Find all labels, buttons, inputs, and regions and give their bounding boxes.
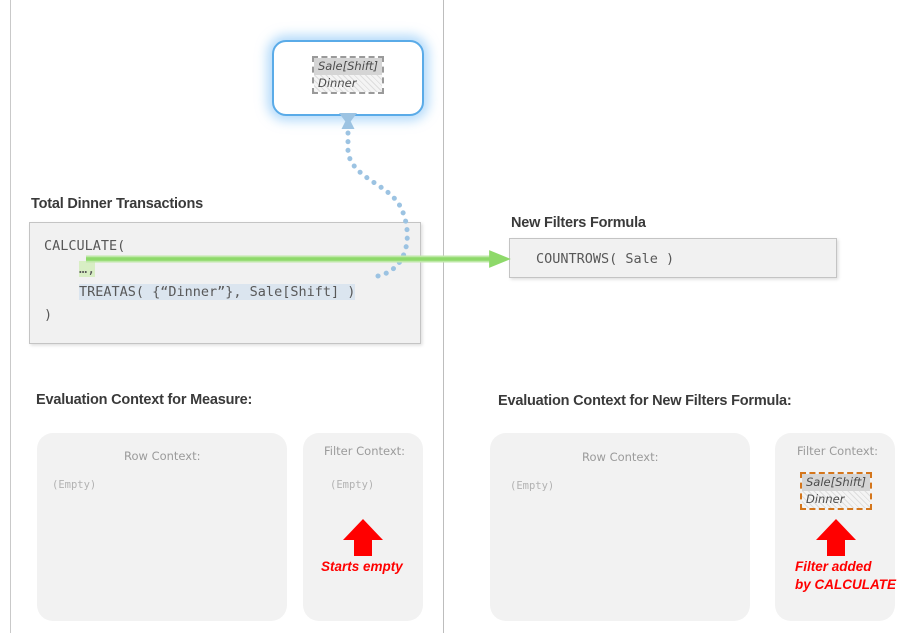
callout-table-value: Dinner bbox=[314, 75, 382, 92]
right-filter-annotation-line1: Filter added bbox=[795, 559, 872, 574]
measure-code-treatas: TREATAS( {“Dinner”}, Sale[Shift] ) bbox=[79, 284, 356, 300]
left-row-context-value: (Empty) bbox=[52, 479, 97, 491]
callout-table-header: Sale[Shift] bbox=[314, 58, 382, 75]
measure-code-ellipsis: …, bbox=[79, 261, 96, 277]
callout-filter-table: Sale[Shift] Dinner bbox=[312, 56, 384, 94]
left-filter-context-card bbox=[303, 433, 423, 621]
measure-formula-box[interactable]: CALCULATE( …, TREATAS( {“Dinner”}, Sale[… bbox=[29, 222, 421, 344]
treatas-result-callout: Sale[Shift] Dinner bbox=[272, 40, 424, 116]
left-margin-rule bbox=[10, 0, 11, 633]
center-divider-rule bbox=[443, 0, 444, 633]
new-filters-title: New Filters Formula bbox=[511, 215, 646, 231]
right-row-context-value: (Empty) bbox=[510, 480, 555, 492]
right-filter-annotation-line2: by CALCULATE bbox=[795, 577, 896, 592]
right-filter-table-value: Dinner bbox=[802, 491, 870, 508]
left-filter-annotation: Starts empty bbox=[321, 559, 403, 574]
left-filter-context-value: (Empty) bbox=[330, 479, 375, 491]
left-filter-context-title: Filter Context: bbox=[324, 444, 406, 458]
new-filters-formula-box[interactable]: COUNTROWS( Sale ) bbox=[509, 238, 837, 278]
left-row-context-title: Row Context: bbox=[124, 449, 201, 463]
left-row-context-card bbox=[37, 433, 287, 621]
right-filter-table-header: Sale[Shift] bbox=[802, 474, 870, 491]
measure-code-line-1: CALCULATE( bbox=[44, 238, 126, 254]
measure-title: Total Dinner Transactions bbox=[31, 196, 203, 212]
right-row-context-title: Row Context: bbox=[582, 450, 659, 464]
right-evaluation-context-heading: Evaluation Context for New Filters Formu… bbox=[498, 393, 792, 409]
measure-code-close: ) bbox=[44, 307, 53, 323]
right-filter-context-title: Filter Context: bbox=[797, 444, 879, 458]
right-filter-table: Sale[Shift] Dinner bbox=[800, 472, 872, 510]
right-row-context-card bbox=[490, 433, 750, 621]
left-evaluation-context-heading: Evaluation Context for Measure: bbox=[36, 392, 253, 408]
callout-tail-icon bbox=[339, 113, 357, 125]
new-filters-code: COUNTROWS( Sale ) bbox=[536, 251, 675, 267]
